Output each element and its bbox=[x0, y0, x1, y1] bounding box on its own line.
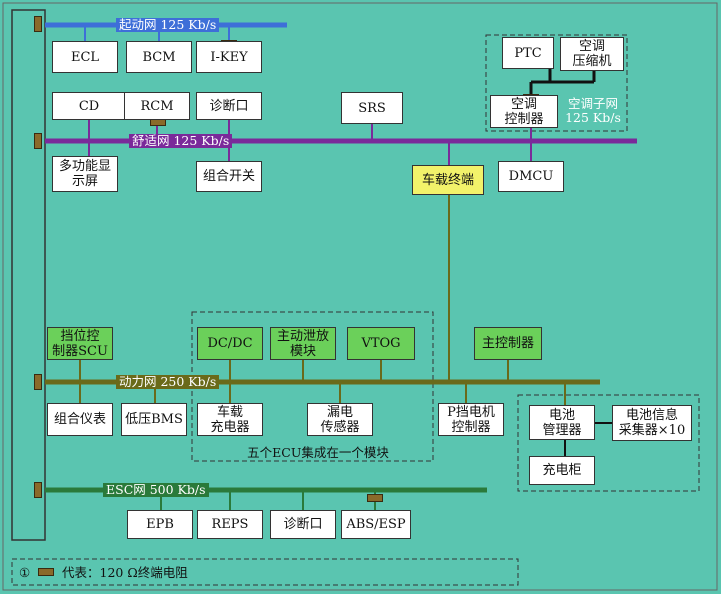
start-bus-label: 起动网 125 Kb/s bbox=[116, 18, 220, 32]
module-battery-collector: 电池信息 采集器×10 bbox=[612, 405, 692, 441]
module-battery-manager: 电池 管理器 bbox=[529, 405, 595, 440]
module-low-voltage-bms: 低压BMS bbox=[121, 403, 187, 436]
power-bus-label: 动力网 250 Kb/s bbox=[116, 375, 220, 389]
module-p-gear-motor-controller: P挡电机 控制器 bbox=[438, 403, 504, 436]
module-gear-scu: 挡位控 制器SCU bbox=[47, 327, 113, 360]
module-rcm: RCM bbox=[124, 92, 190, 120]
esc-bus-label: ESC网 500 Kb/s bbox=[103, 483, 209, 497]
legend-terminator-swatch bbox=[38, 568, 54, 576]
module-charging-cabinet: 充电柜 bbox=[529, 456, 595, 485]
legend-text: 代表：120 Ω终端电阻 bbox=[62, 565, 188, 580]
module-leakage-sensor: 漏电 传感器 bbox=[307, 403, 373, 436]
module-active-discharge: 主动泄放 模块 bbox=[270, 327, 336, 360]
module-ptc: PTC bbox=[502, 37, 554, 69]
module-abs-esp: ABS/ESP bbox=[341, 510, 411, 539]
module-reps: REPS bbox=[197, 510, 263, 539]
module-multi-display: 多功能显 示屏 bbox=[52, 156, 118, 192]
module-bcm: BCM bbox=[126, 41, 192, 73]
module-main-controller: 主控制器 bbox=[474, 327, 542, 360]
module-i-key: I-KEY bbox=[196, 41, 262, 73]
module-dcdc: DC/DC bbox=[197, 327, 263, 360]
module-ac-controller: 空调 控制器 bbox=[490, 95, 558, 128]
module-diag-port-esc: 诊断口 bbox=[270, 510, 336, 539]
module-combo-switch: 组合开关 bbox=[196, 161, 262, 192]
terminator-esc bbox=[34, 482, 42, 498]
comfort-bus-label: 舒适网 125 Kb/s bbox=[129, 134, 233, 148]
battery-group bbox=[517, 394, 700, 492]
terminator-power bbox=[34, 374, 42, 390]
module-vtog: VTOG bbox=[347, 327, 415, 360]
terminator-start bbox=[34, 16, 42, 32]
ecu-group-note: 五个ECU集成在一个模块 bbox=[247, 445, 389, 460]
gateway-trunk bbox=[11, 9, 46, 541]
module-onboard-charger: 车载 充电器 bbox=[197, 403, 263, 436]
ac-subnet-note: 空调子网 125 Kb/s bbox=[565, 96, 621, 125]
module-telematics: 车载终端 bbox=[412, 165, 484, 195]
module-ecl: ECL bbox=[52, 41, 118, 73]
module-srs: SRS bbox=[341, 92, 403, 124]
terminator-abs bbox=[367, 494, 383, 502]
module-epb: EPB bbox=[127, 510, 193, 539]
module-ac-compressor: 空调 压缩机 bbox=[560, 37, 624, 71]
module-diag-port-comfort: 诊断口 bbox=[196, 92, 262, 120]
legend-mark: ① bbox=[19, 565, 31, 580]
module-cd: CD bbox=[52, 92, 126, 120]
ac-subnet-group bbox=[485, 34, 628, 132]
module-instrument-cluster: 组合仪表 bbox=[47, 403, 113, 436]
terminator-comfort bbox=[34, 133, 42, 149]
module-dmcu: DMCU bbox=[498, 161, 564, 192]
legend-box bbox=[11, 558, 519, 586]
